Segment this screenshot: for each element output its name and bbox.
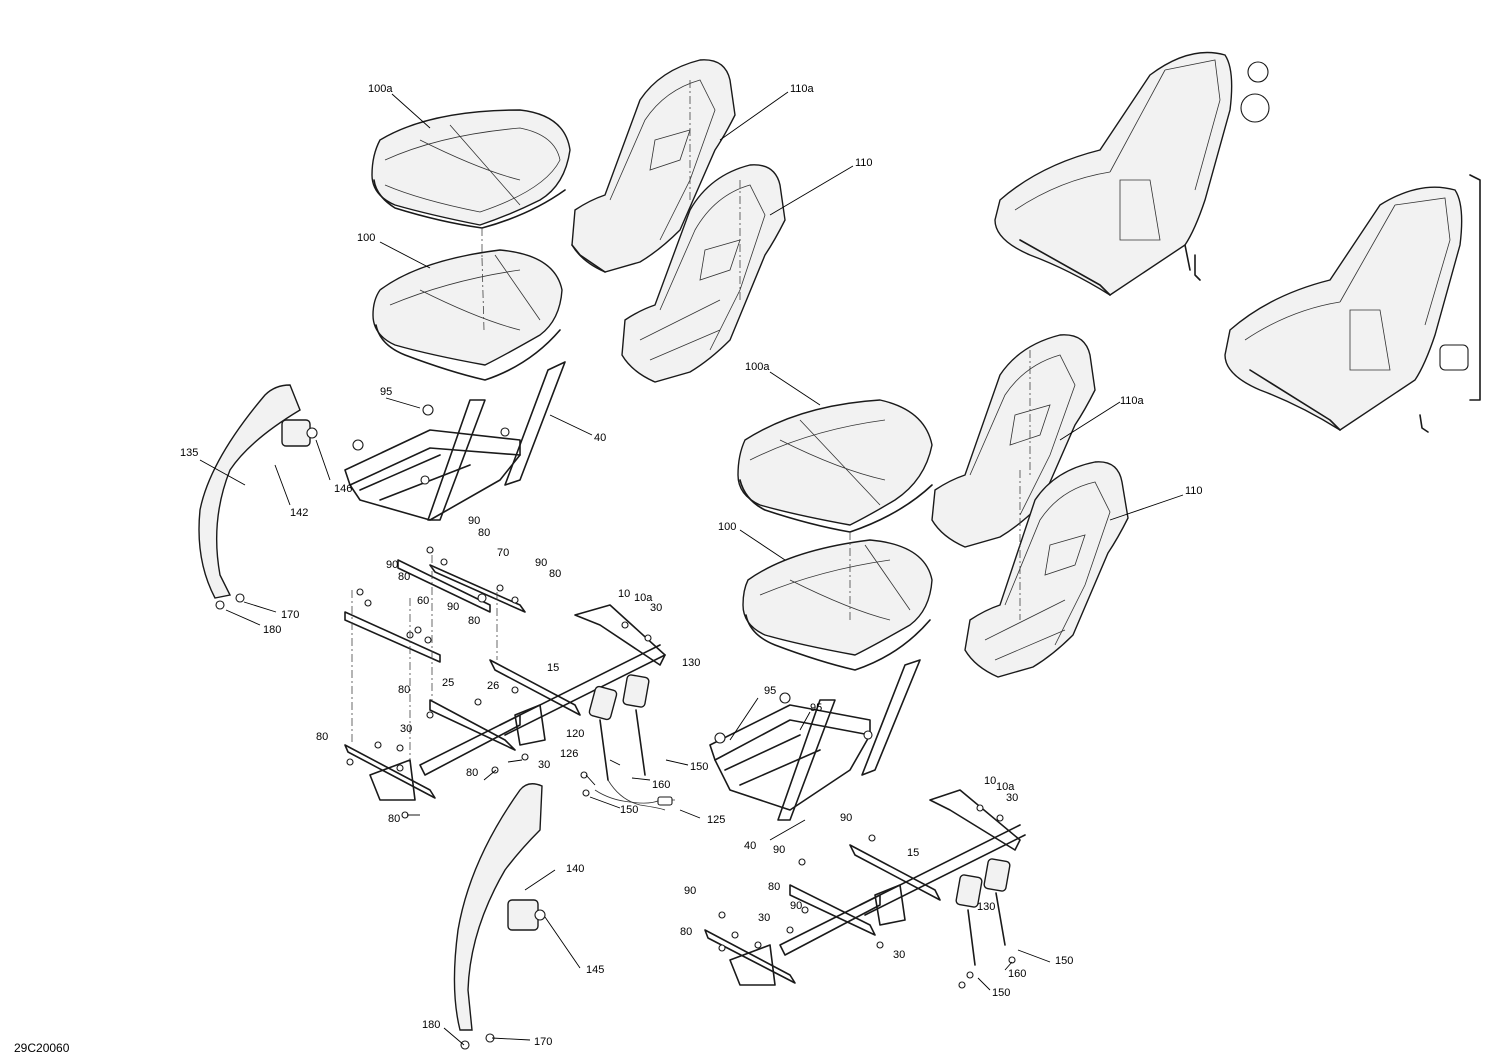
callout-100: 100 bbox=[718, 521, 736, 533]
seat-belt-retractor-135 bbox=[198, 384, 318, 610]
callout-150: 150 bbox=[1055, 955, 1073, 967]
callout-30: 30 bbox=[650, 602, 662, 614]
callout-160: 160 bbox=[652, 779, 670, 791]
callout-15: 15 bbox=[547, 662, 559, 674]
seat-frame-40-right bbox=[709, 659, 921, 821]
callout-130: 130 bbox=[682, 657, 700, 669]
callout-80: 80 bbox=[680, 926, 692, 938]
callout-90: 90 bbox=[773, 844, 785, 856]
fastener-hardware bbox=[346, 546, 1016, 989]
callout-30: 30 bbox=[400, 723, 412, 735]
callout-110: 110 bbox=[1185, 485, 1203, 497]
callout-30: 30 bbox=[1006, 792, 1018, 804]
callout-180: 180 bbox=[263, 624, 281, 636]
seat-shell-110-top bbox=[621, 164, 786, 383]
callout-40: 40 bbox=[594, 432, 606, 444]
seat-frame-40-left bbox=[344, 361, 566, 521]
seat-base-bracket-15-left bbox=[344, 604, 666, 801]
callout-10a: 10a bbox=[634, 592, 653, 604]
callout-100: 100 bbox=[357, 232, 375, 244]
callout-120: 120 bbox=[566, 728, 584, 740]
seat-cushion-100-mid bbox=[742, 539, 933, 671]
callout-10: 10 bbox=[618, 588, 630, 600]
document-code: 29C20060 bbox=[14, 1041, 70, 1055]
callout-110a: 110a bbox=[1120, 395, 1145, 407]
callout-70: 70 bbox=[497, 547, 509, 559]
callout-80: 80 bbox=[388, 813, 400, 825]
leader-lines bbox=[199, 91, 1184, 1046]
callout-30: 30 bbox=[893, 949, 905, 961]
callout-142: 142 bbox=[290, 507, 308, 519]
seat-shell-110-mid bbox=[964, 461, 1129, 678]
callout-10a: 10a bbox=[996, 781, 1015, 793]
callout-80: 80 bbox=[398, 571, 410, 583]
callout-170: 170 bbox=[534, 1036, 552, 1048]
callout-150: 150 bbox=[690, 761, 708, 773]
callout-110a: 110a bbox=[790, 83, 815, 95]
callout-180: 180 bbox=[422, 1019, 440, 1031]
callout-160: 160 bbox=[1008, 968, 1026, 980]
callout-90: 90 bbox=[790, 900, 802, 912]
seat-shell-110a-top bbox=[571, 59, 736, 273]
callout-80: 80 bbox=[468, 615, 480, 627]
callout-170: 170 bbox=[281, 609, 299, 621]
seat-base-bracket-15-right bbox=[704, 789, 1026, 986]
callout-130: 130 bbox=[977, 901, 995, 913]
callout-140: 140 bbox=[566, 863, 584, 875]
callout-145: 145 bbox=[586, 964, 604, 976]
seat-cushion-100-upper-left bbox=[372, 249, 563, 381]
callout-10: 10 bbox=[984, 775, 996, 787]
callout-90: 90 bbox=[447, 601, 459, 613]
callout-90: 90 bbox=[535, 557, 547, 569]
callout-100a: 100a bbox=[368, 83, 393, 95]
callout-146: 146 bbox=[334, 483, 352, 495]
callout-135: 135 bbox=[180, 447, 198, 459]
seat-slide-rail-70 bbox=[397, 559, 526, 613]
callout-labels: 100a 110a 110 100 95 40 135 146 142 100a… bbox=[180, 83, 1203, 1048]
callout-150: 150 bbox=[620, 804, 638, 816]
callout-30: 30 bbox=[538, 759, 550, 771]
callout-95: 95 bbox=[810, 702, 822, 714]
callout-80: 80 bbox=[398, 684, 410, 696]
callout-15: 15 bbox=[907, 847, 919, 859]
callout-60: 60 bbox=[417, 595, 429, 607]
callout-25: 25 bbox=[442, 677, 454, 689]
seat-cushion-cover-100a-mid bbox=[737, 399, 933, 533]
callout-80: 80 bbox=[316, 731, 328, 743]
seat-assembly-top-right-front bbox=[1224, 174, 1481, 433]
callout-125: 125 bbox=[707, 814, 725, 826]
callout-126: 126 bbox=[560, 748, 578, 760]
callout-95: 95 bbox=[380, 386, 392, 398]
callout-80: 80 bbox=[768, 881, 780, 893]
callout-30: 30 bbox=[758, 912, 770, 924]
callout-80: 80 bbox=[466, 767, 478, 779]
wiring-harness-125 bbox=[594, 789, 675, 806]
callout-80: 80 bbox=[549, 568, 561, 580]
callout-90: 90 bbox=[840, 812, 852, 824]
callout-110: 110 bbox=[855, 157, 873, 169]
callout-80: 80 bbox=[478, 527, 490, 539]
alignment-lines bbox=[351, 80, 1031, 760]
seat-belt-buckle-120 bbox=[588, 685, 666, 811]
callout-150: 150 bbox=[992, 987, 1010, 999]
callout-40: 40 bbox=[744, 840, 756, 852]
seat-belt-buckle-130-right bbox=[955, 858, 1011, 966]
seat-slide-rail-60 bbox=[344, 611, 441, 663]
callout-26: 26 bbox=[487, 680, 499, 692]
callout-95: 95 bbox=[764, 685, 776, 697]
callout-90: 90 bbox=[468, 515, 480, 527]
seat-assembly-top-right-rear bbox=[994, 51, 1270, 296]
callout-100a: 100a bbox=[745, 361, 770, 373]
callout-90: 90 bbox=[386, 559, 398, 571]
seat-cushion-cover-100a-upper-left bbox=[371, 109, 571, 229]
callout-90: 90 bbox=[684, 885, 696, 897]
seat-belt-retractor-140 bbox=[453, 783, 546, 1050]
seat-shell-110a-mid bbox=[931, 334, 1096, 548]
seat-belt-buckle-130-left bbox=[622, 674, 650, 776]
